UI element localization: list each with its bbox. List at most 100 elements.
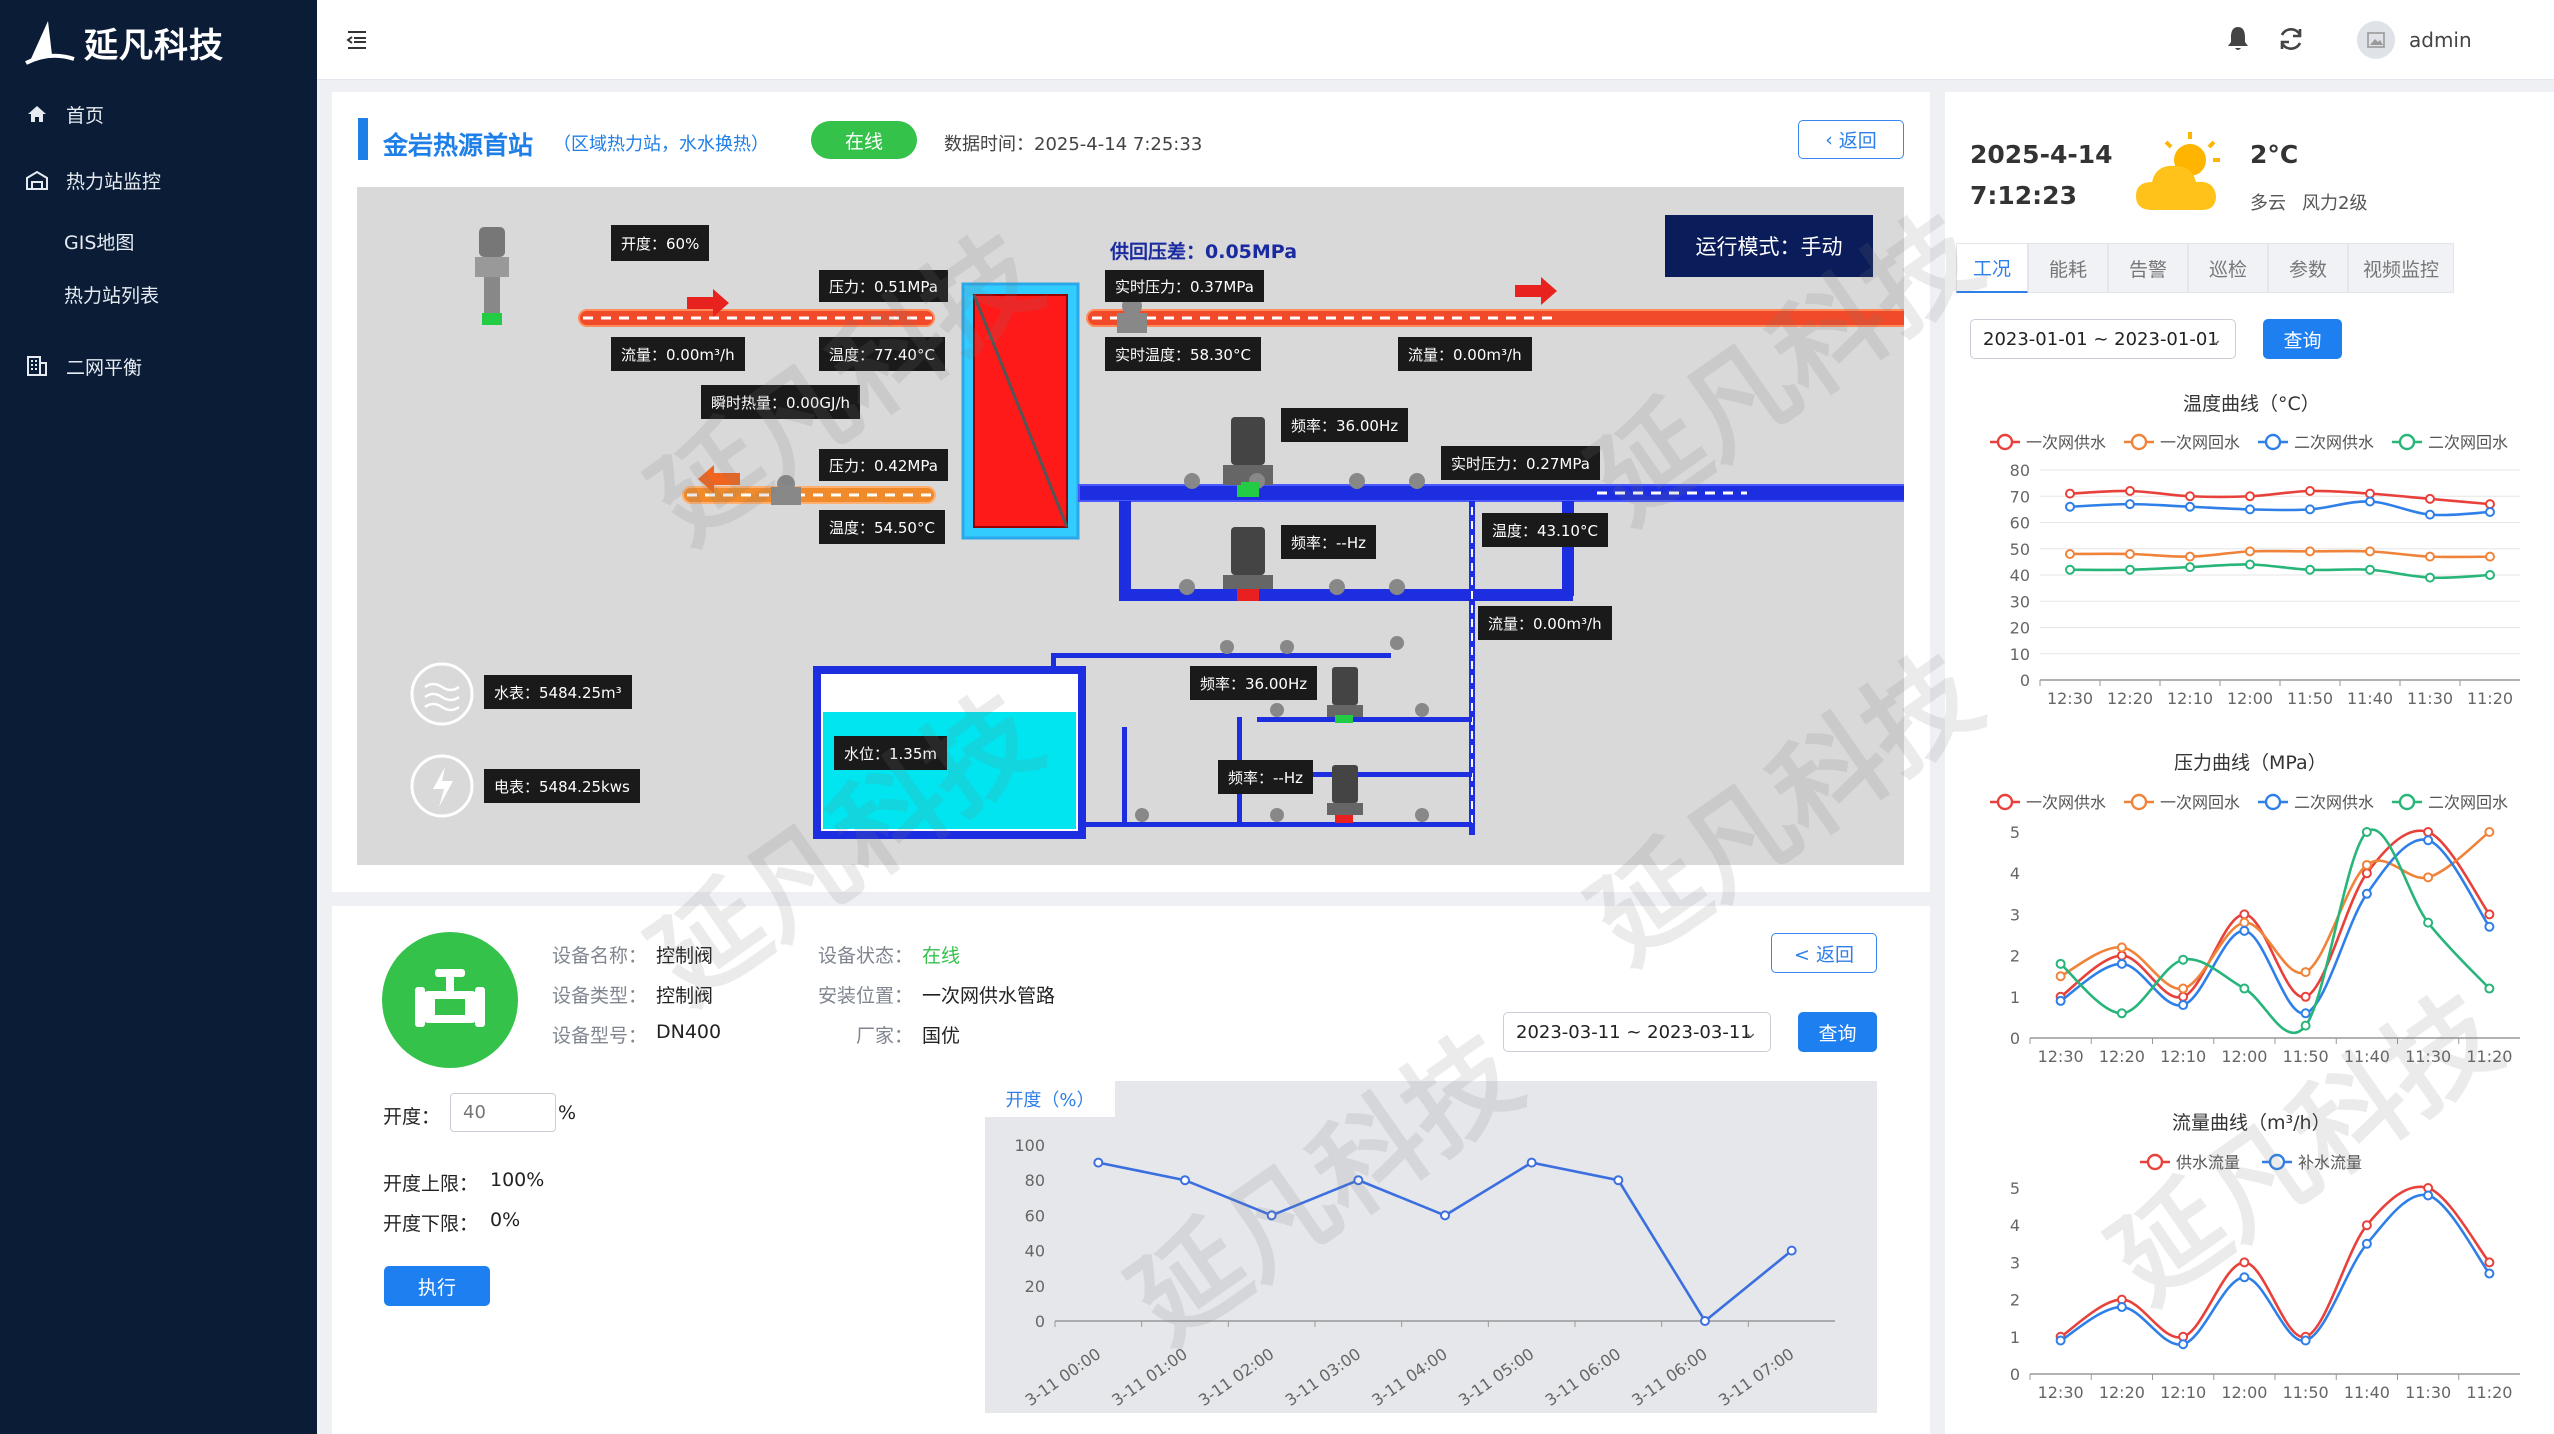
legend-marker [2264,793,2282,811]
data-point [2425,572,2435,583]
nav-balance[interactable]: 二网平衡 [0,348,142,384]
sidebar: 延凡科技 首页 热力站监控 GIS地图 热力站列表 二网平衡 [0,0,317,1434]
data-point [2239,983,2250,994]
execute-button[interactable]: 执行 [384,1266,490,1306]
opening-input[interactable] [450,1093,556,1132]
legend-label: 一次网回水 [2160,793,2240,812]
data-point [2300,1335,2311,1346]
data-point [2484,909,2495,920]
y-tick-label: 0 [1035,1312,1045,1331]
right-query-button[interactable]: 查询 [2263,319,2342,359]
weather-desc: 多云 [2250,193,2286,214]
refresh-icon[interactable] [2277,25,2305,53]
nav-gis-map[interactable]: GIS地图 [64,232,135,254]
x-tick-label: 11:20 [2466,1047,2512,1066]
tag-temp-1: 温度：77.40°C [819,337,945,371]
data-point [2185,551,2195,562]
tab-energy[interactable]: 能耗 [2028,243,2108,293]
tag-heat: 瞬时热量：0.00GJ/h [701,385,861,419]
tab-condition[interactable]: 工况 [1956,243,2028,293]
nav-balance-label: 二网平衡 [66,356,143,379]
cloudy-sun-icon [2136,132,2220,210]
data-point [2423,1190,2434,1201]
legend-marker [2146,1153,2164,1171]
data-point [2125,499,2135,510]
y-tick-label: 70 [2010,487,2030,506]
legend-marker [2130,793,2148,811]
tab-alarm[interactable]: 告警 [2108,243,2188,293]
y-tick-label: 20 [2010,619,2030,638]
data-point [2055,995,2066,1006]
device-query-button[interactable]: 查询 [1798,1012,1877,1052]
device-location-label: 安装位置： [818,985,914,1007]
data-point [2423,872,2434,883]
nav-home-label: 首页 [66,104,105,127]
y-tick-label: 3 [2010,1253,2020,1272]
opening-chart-panel [985,1081,1877,1413]
back-button[interactable]: ‹返回 [1798,120,1904,159]
legend-label: 二次网回水 [2428,793,2508,812]
temp-chart-title: 温度曲线（°C） [2183,393,2320,415]
x-tick-label: 12:20 [2107,689,2153,708]
power-meter-icon [410,754,474,818]
data-point [2361,859,2372,870]
avatar[interactable] [2357,21,2395,59]
data-point [2484,1257,2495,1268]
weather-time: 7:12:23 [1970,181,2077,210]
data-point [2300,967,2311,978]
legend-label: 一次网回水 [2160,433,2240,452]
x-tick-label: 11:40 [2347,689,2393,708]
data-point [2125,549,2135,559]
data-point [2065,564,2075,575]
data-point [2245,559,2255,570]
data-point [1266,1210,1277,1221]
data-point [2423,917,2434,928]
tab-params[interactable]: 参数 [2268,243,2348,293]
nav-station-list[interactable]: 热力站列表 [64,285,160,307]
data-point [2484,983,2495,994]
title-accent [358,118,368,160]
series-line [2059,838,2491,1015]
building-icon [24,167,50,193]
x-tick-label: 11:50 [2283,1047,2329,1066]
y-tick-label: 4 [2010,864,2020,883]
x-tick-label: 11:40 [2344,1047,2390,1066]
right-date-range[interactable]: 2023-01-01 ~ 2023-01-01⌄ [1970,319,2236,359]
collapse-menu-icon[interactable] [345,28,369,52]
flow-arrow-right-icon [687,289,729,317]
opening-chart-tab[interactable]: 开度（%） [985,1081,1115,1117]
nav-station-monitor[interactable]: 热力站监控 [0,162,161,198]
x-tick-label: 12:30 [2047,689,2093,708]
tag-flow-1: 流量：0.00m³/h [611,337,745,371]
device-vendor-label: 厂家： [856,1025,914,1047]
data-point [2245,546,2255,557]
legend-label: 二次网回水 [2428,433,2508,452]
tab-video[interactable]: 视频监控 [2348,243,2454,293]
data-point [2245,491,2255,502]
data-point [2305,564,2315,575]
tag-freq-4: 频率：--Hz [1218,760,1313,794]
chevron-left-icon: ‹ [1825,128,1833,151]
tag-flow-2: 流量：0.00m³/h [1398,337,1532,371]
legend-marker [1996,793,2014,811]
tab-inspection[interactable]: 巡检 [2188,243,2268,293]
device-back-button[interactable]: < 返回 [1771,933,1877,973]
image-placeholder-icon [2367,32,2385,48]
device-date-range[interactable]: 2023-03-11 ~ 2023-03-11⌄ [1503,1012,1771,1052]
x-tick-label: 12:10 [2167,689,2213,708]
grid-building-icon [24,353,50,379]
data-point [2425,493,2435,504]
opening-upper: 100% [490,1169,545,1191]
pump-4 [1327,765,1363,823]
bell-icon[interactable] [2225,24,2251,52]
pressure-chart-title: 压力曲线（MPa） [2174,752,2327,774]
secondary-pipe [1078,484,1904,502]
nav-home[interactable]: 首页 [0,96,104,132]
device-vendor: 国优 [922,1025,961,1047]
x-tick-label: 11:30 [2405,1383,2451,1402]
user-name[interactable]: admin [2409,28,2472,52]
data-point [2305,504,2315,515]
valve-avatar [382,932,518,1068]
